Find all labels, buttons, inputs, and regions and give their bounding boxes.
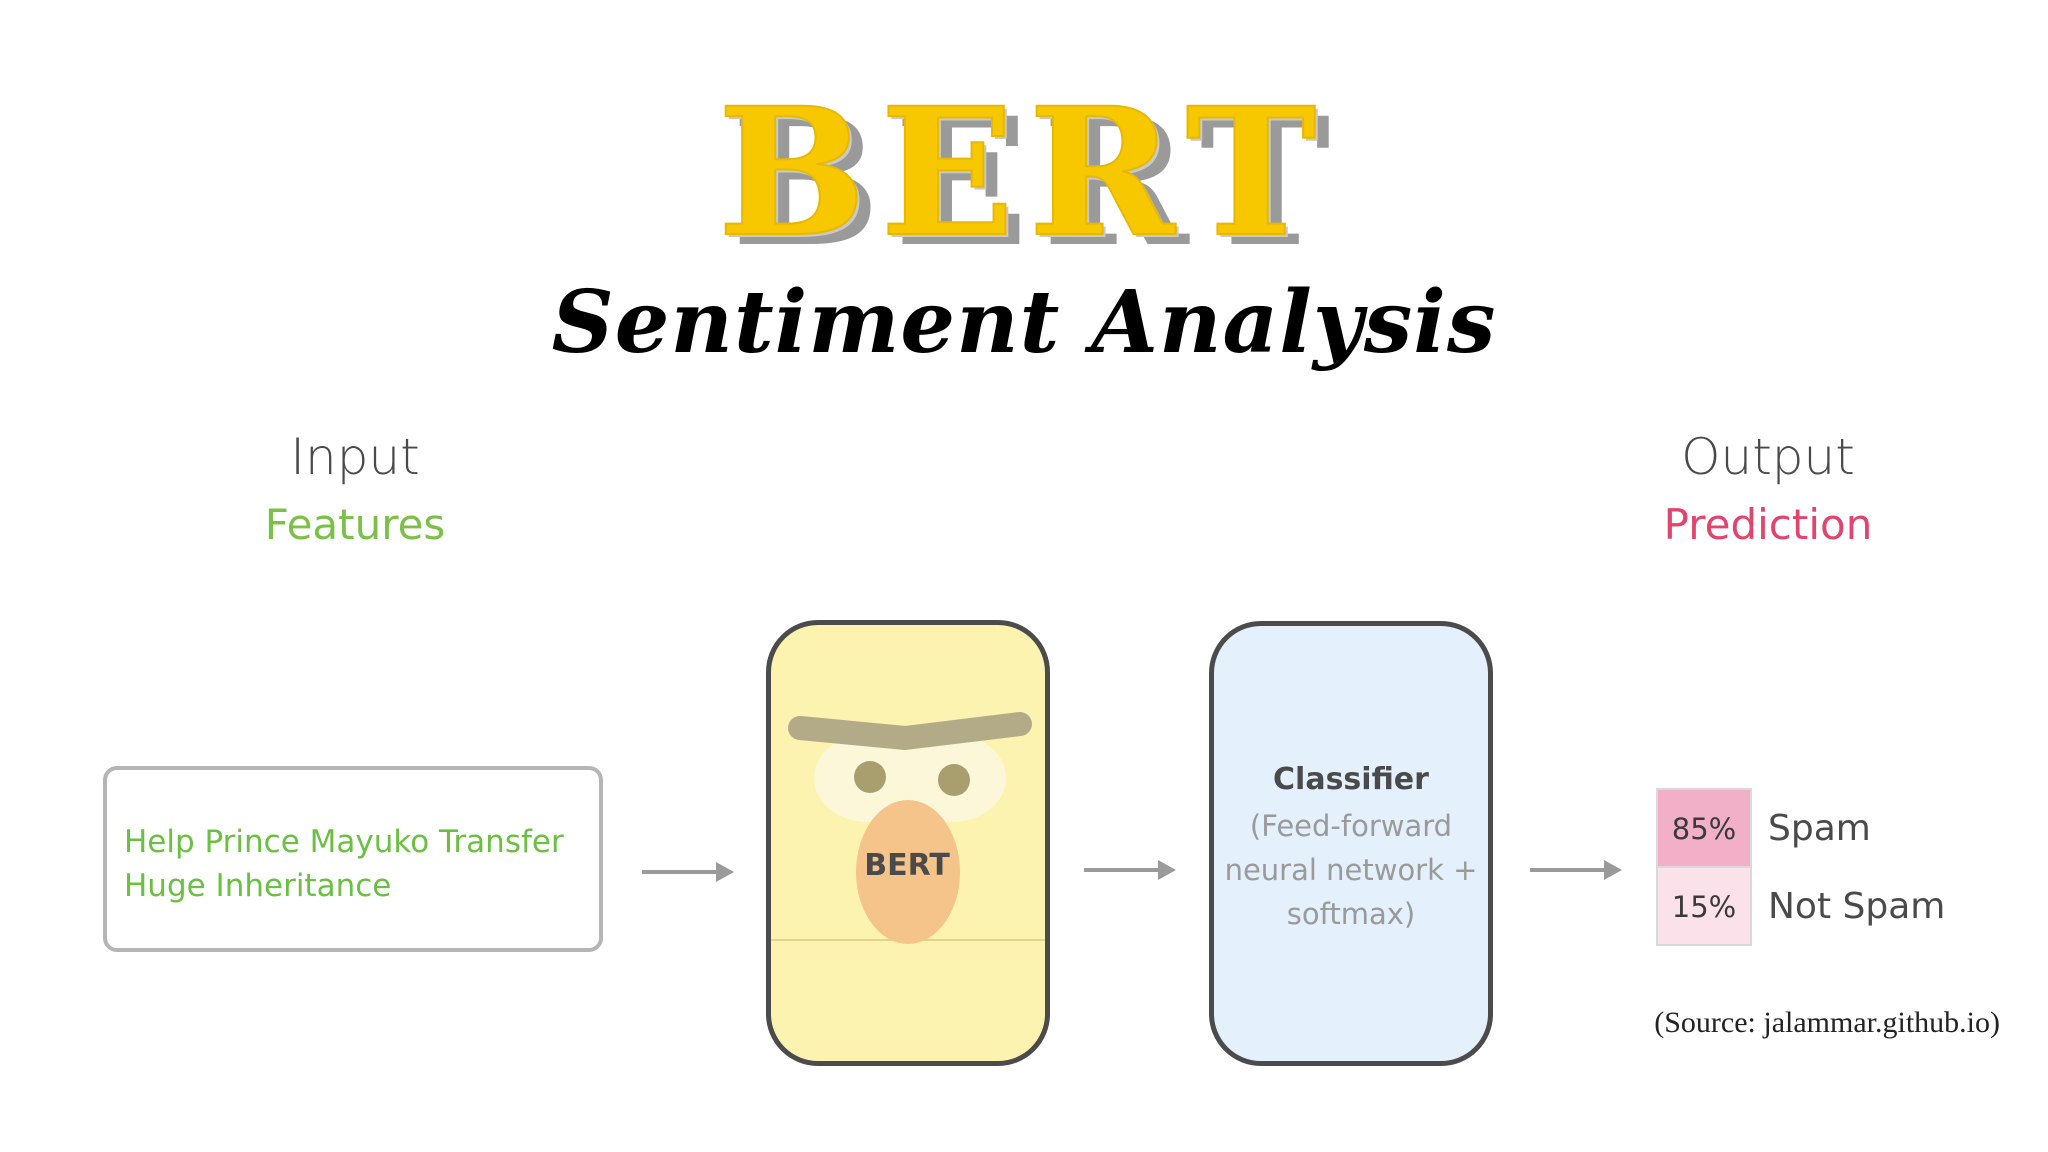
bert-unibrow	[788, 712, 1032, 750]
classifier-box	[1209, 621, 1493, 1066]
classifier-line-2: neural network +	[1224, 853, 1478, 887]
output-heading: Output	[1681, 428, 1855, 486]
page-subtitle: Sentiment Analysis	[551, 272, 1497, 373]
not-spam-percent-cell: 15%	[1656, 866, 1752, 946]
title-block: BERT BERT	[0, 69, 2048, 278]
classifier-title: Classifier	[1273, 762, 1429, 797]
bert-nose	[856, 800, 960, 944]
features-label: Features	[264, 500, 446, 549]
input-text: Help Prince Mayuko Transfer Huge Inherit…	[124, 820, 594, 908]
input-box	[103, 766, 603, 952]
prediction-label: Prediction	[1663, 500, 1873, 549]
bert-label: BERT	[864, 848, 950, 883]
input-heading: Input	[290, 428, 420, 486]
classifier-line-3: softmax)	[1286, 897, 1416, 931]
spam-label: Spam	[1768, 808, 1871, 849]
source-citation: (Source: jalammar.github.io)	[1654, 1006, 2000, 1039]
input-text-line-1: Help Prince Mayuko Transfer	[124, 824, 564, 860]
classifier-description: (Feed-forward neural network + softmax)	[1209, 804, 1493, 936]
arrow-classifier-to-output	[1530, 860, 1622, 880]
left-pupil	[854, 761, 886, 793]
right-pupil	[938, 764, 970, 796]
spam-percent-cell: 85%	[1656, 788, 1752, 868]
title-shadow: BERT	[731, 79, 1345, 286]
arrow-input-to-bert	[642, 862, 734, 882]
not-spam-label: Not Spam	[1768, 886, 1946, 927]
classifier-line-1: (Feed-forward	[1249, 809, 1453, 843]
page-title: BERT	[716, 69, 1331, 276]
input-text-line-2: Huge Inheritance	[124, 868, 392, 904]
arrow-bert-to-classifier	[1084, 860, 1176, 880]
